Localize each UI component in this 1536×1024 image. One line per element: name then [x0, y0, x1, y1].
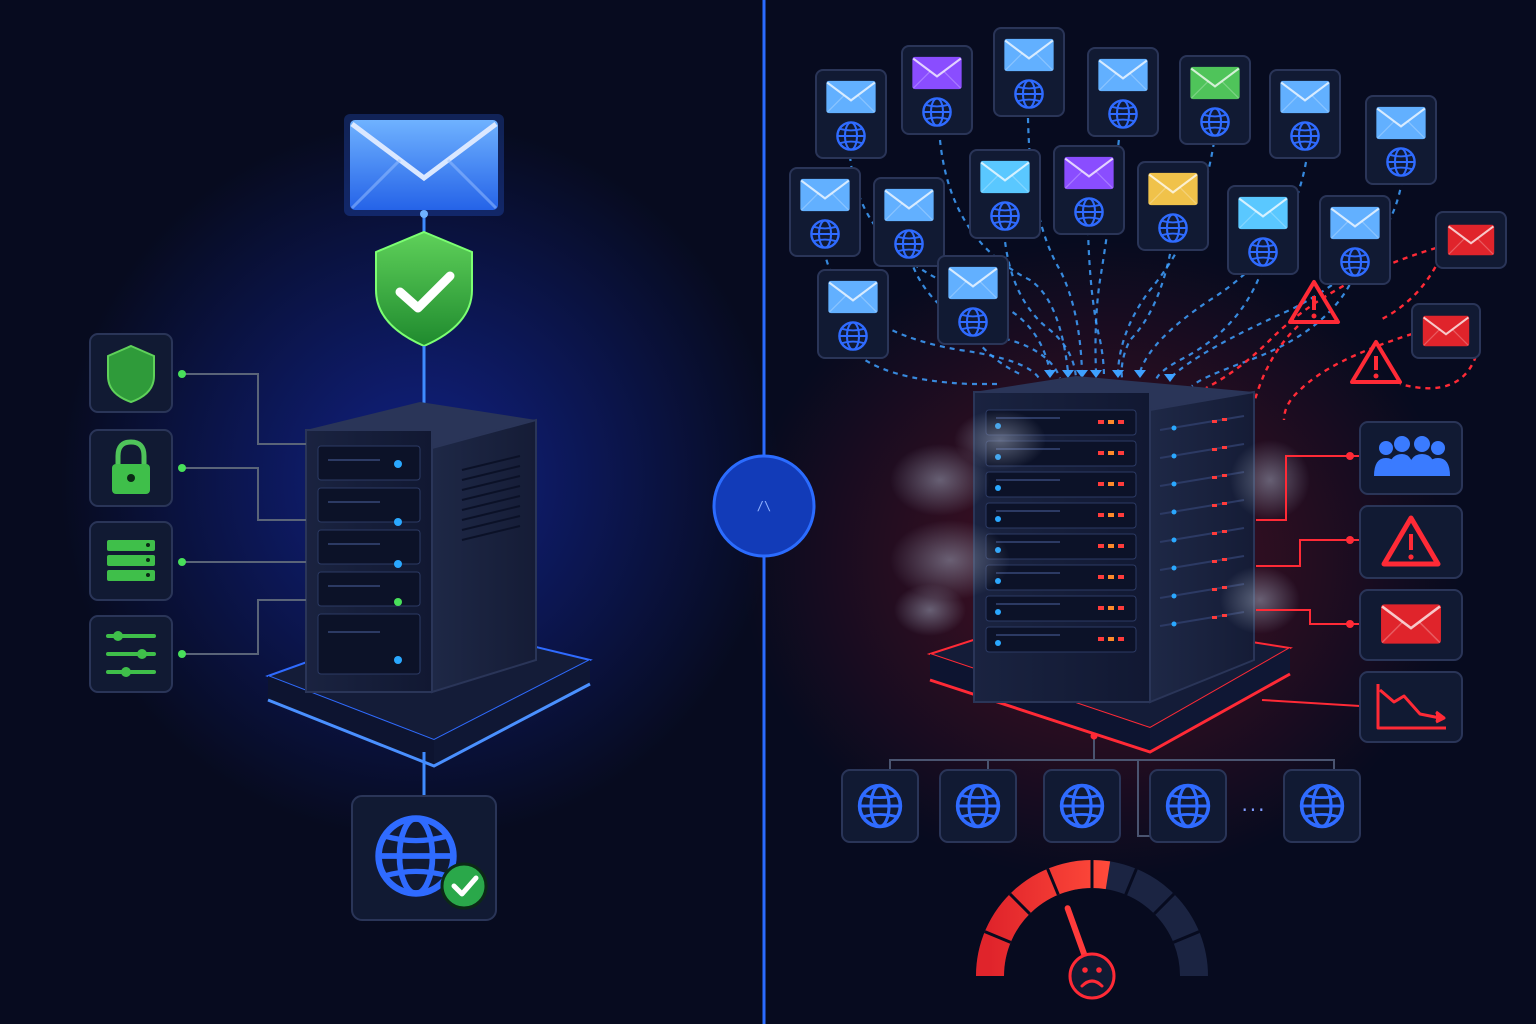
email-tile — [817, 269, 889, 359]
envelope-icon — [799, 178, 851, 212]
server-drive-bays — [317, 445, 421, 675]
smoke — [890, 410, 1310, 636]
globe-row-connectors — [889, 736, 1335, 837]
envelope-icon — [883, 188, 935, 222]
email-tile — [1179, 55, 1251, 145]
server-vent — [461, 455, 521, 541]
lock-icon — [112, 439, 150, 494]
server-rack-unit — [985, 471, 1245, 498]
envelope-alert-icon — [1380, 602, 1442, 646]
envelope-icon — [1003, 38, 1055, 72]
globe-card — [1283, 769, 1361, 843]
email-tile — [993, 27, 1065, 117]
red-email-tile — [1411, 303, 1481, 359]
envelope-icon — [1097, 58, 1149, 92]
gauge-ticks — [984, 860, 1200, 944]
envelope-icon — [827, 280, 879, 314]
globe-card — [1043, 769, 1121, 843]
alert-card-users — [1359, 421, 1463, 495]
email-tile — [1365, 95, 1437, 185]
globe-card — [939, 769, 1017, 843]
divider-circle — [712, 454, 816, 558]
check-badge-icon — [440, 862, 488, 910]
envelope-icon — [1063, 156, 1115, 190]
performance-gauge — [976, 860, 1208, 1000]
feature-card-server-list — [89, 521, 173, 601]
warning-icon-flow-2 — [1350, 340, 1402, 384]
email-tile — [1269, 69, 1341, 159]
envelope-icon — [947, 266, 999, 300]
envelope-icon — [1329, 206, 1381, 240]
email-tile — [1087, 47, 1159, 137]
globe-row-ellipsis: ... — [1241, 792, 1267, 816]
gauge-fill — [976, 860, 1111, 977]
warning-icon-flow-1 — [1288, 280, 1340, 324]
envelope-icon — [1189, 66, 1241, 100]
flow-arrowheads — [1044, 370, 1176, 382]
users-group-icon — [1374, 436, 1450, 476]
email-tile — [789, 167, 861, 257]
red-email-tile — [1435, 211, 1507, 269]
feature-card-shield — [89, 333, 173, 413]
email-tile — [969, 149, 1041, 239]
email-tile — [873, 177, 945, 267]
alert-card-email — [1359, 589, 1463, 661]
server-tower-icon — [305, 402, 537, 694]
shield-icon — [107, 344, 155, 404]
envelope-icon — [1237, 196, 1289, 230]
envelope-icon — [1279, 80, 1331, 114]
server-list-icon — [107, 540, 155, 581]
envelope-icon — [825, 80, 877, 114]
envelope-icon — [1375, 106, 1427, 140]
globe-check-card — [351, 795, 497, 921]
email-tile — [901, 45, 973, 135]
divider — [712, 0, 816, 1024]
alert-card-chart — [1359, 671, 1463, 743]
envelope-alert-icon — [1422, 315, 1470, 347]
globe-card — [1149, 769, 1227, 843]
email-tile — [937, 255, 1009, 345]
envelope-icon — [344, 114, 504, 216]
email-tile — [1319, 195, 1391, 285]
feature-card-lock — [89, 429, 173, 507]
left-panel — [89, 114, 593, 921]
right-panel — [789, 27, 1507, 1000]
alert-connectors — [1256, 455, 1361, 707]
envelope-alert-icon — [1447, 224, 1495, 256]
envelope-icon — [1147, 172, 1199, 206]
email-tile — [1227, 185, 1299, 275]
globe-card — [841, 769, 919, 843]
email-tile — [815, 69, 887, 159]
email-tile — [1053, 145, 1125, 235]
feature-card-sliders — [89, 615, 173, 693]
server-rack-unit — [985, 499, 1245, 529]
envelope-icon — [979, 160, 1031, 194]
email-tiles — [789, 27, 1437, 359]
chart-down-icon — [1376, 684, 1446, 730]
overloaded-server-icon — [973, 376, 1255, 704]
warning-icon — [1381, 515, 1441, 567]
server-rack-unit — [985, 611, 1245, 653]
side-feature-list — [89, 333, 306, 693]
globe-row — [841, 769, 1361, 843]
sad-face-icon — [1068, 952, 1116, 1000]
email-tile — [1137, 161, 1209, 251]
envelope-icon — [911, 56, 963, 90]
server-racks — [985, 409, 1245, 653]
alert-card-warning — [1359, 505, 1463, 579]
